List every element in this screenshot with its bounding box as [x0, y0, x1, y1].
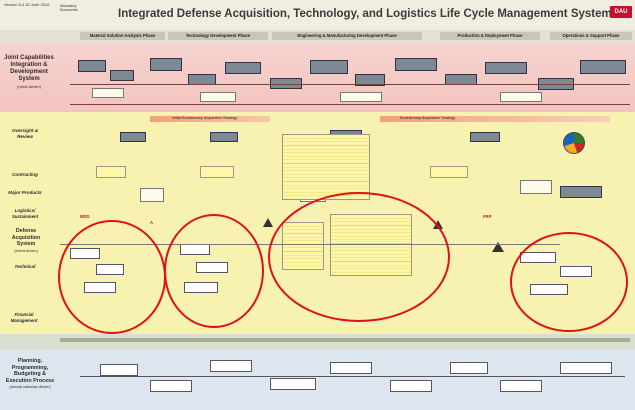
- ppbe-box: [500, 380, 542, 392]
- page-title: Integrated Defense Acquisition, Technolo…: [118, 8, 612, 20]
- jcids-doc: [92, 88, 124, 98]
- phase-technology-development: Technology Development Phase: [168, 32, 268, 40]
- lane-technical: Technical: [14, 264, 36, 269]
- lane-logistics: Logistics/ Sustainment: [11, 208, 39, 219]
- emd-document-block: [282, 134, 370, 200]
- oversight-box: [470, 132, 500, 142]
- jcids-box: [355, 74, 385, 86]
- ppbe-box: [450, 362, 488, 374]
- lane-das: Defense Acquisition System(event-driven): [11, 228, 41, 253]
- jcids-box: [110, 70, 134, 81]
- milestone-mdd: MDD: [80, 214, 90, 219]
- ppbe-box: [330, 362, 372, 374]
- phase-emd: Engineering & Manufacturing Development …: [272, 32, 422, 40]
- ppbe-box: [100, 364, 138, 376]
- jcids-box: [395, 58, 437, 71]
- ppbe-box: [270, 378, 316, 390]
- contracting-box: [200, 166, 234, 178]
- status-wheel: [563, 132, 585, 154]
- dau-logo: DAU: [610, 6, 632, 18]
- highlight-circle-operations-support: [510, 232, 628, 332]
- jcids-box: [310, 60, 348, 74]
- evolutionary-strategy-label: Evolutionary Acquisition Strategy: [400, 116, 456, 120]
- jcids-box: [150, 58, 182, 71]
- oversight-box: [210, 132, 238, 142]
- financial-band: [0, 334, 635, 350]
- jcids-connector: [70, 104, 630, 105]
- jcids-box: [580, 60, 626, 74]
- lane-contracting: Contracting: [12, 172, 38, 177]
- jcids-doc: [500, 92, 542, 102]
- lane-oversight: Oversight & Review: [11, 128, 39, 139]
- milestone-triangle-ioc: [492, 242, 504, 252]
- highlight-circle-material-solution: [58, 220, 166, 334]
- milestone-triangle-b: [263, 218, 273, 227]
- product-box: [560, 186, 602, 198]
- highlight-circle-technology-development: [164, 214, 264, 328]
- jcids-box: [485, 62, 527, 74]
- header-band: [0, 0, 635, 30]
- ppbe-box: [210, 360, 252, 372]
- evolutionary-strategy-arrow: [380, 116, 610, 122]
- product-box: [140, 188, 164, 202]
- contracting-box: [430, 166, 468, 178]
- lane-major-products: Major Products: [8, 190, 42, 195]
- jcids-doc: [200, 92, 236, 102]
- highlight-circle-emd: [268, 192, 450, 322]
- contracting-box: [96, 166, 126, 178]
- version-label: Version 5.4 15 June 2010: [4, 2, 50, 7]
- initial-strategy-label: Initial Evolutionary Acquisition Strateg…: [172, 116, 238, 120]
- financial-bar: [60, 338, 630, 342]
- lane-jcids: Joint Capabilities Integration & Develop…: [4, 55, 54, 89]
- milestone-a: A: [150, 220, 154, 225]
- jcids-box: [270, 78, 302, 89]
- ppbe-line: [80, 376, 625, 377]
- phase-production-deployment: Production & Deployment Phase: [440, 32, 540, 40]
- jcids-doc: [340, 92, 382, 102]
- ppbe-box: [390, 380, 432, 392]
- phase-material-solution: Material Solution Analysis Phase: [80, 32, 165, 40]
- product-box: [520, 180, 552, 194]
- initial-strategy-arrow: [150, 116, 270, 122]
- milestone-frp: FRP: [483, 214, 492, 219]
- jcids-box: [78, 60, 106, 72]
- jcids-connector: [70, 84, 630, 85]
- ppbe-box: [560, 362, 612, 374]
- jcids-box: [225, 62, 261, 74]
- phase-operations-support: Operations & Support Phase: [550, 32, 632, 40]
- oversight-box: [120, 132, 146, 142]
- lane-financial: Financial Management: [10, 312, 38, 323]
- lane-ppbe: Planning, Programming, Budgeting & Execu…: [5, 358, 55, 390]
- ppbe-box: [150, 380, 192, 392]
